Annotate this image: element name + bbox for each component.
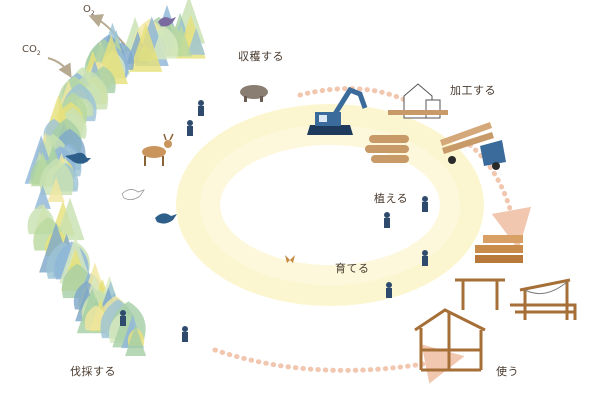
co2-arrow (47, 57, 72, 79)
sawmill-icon (388, 83, 448, 119)
bird-icon (121, 189, 145, 200)
stage-label-thin: 伐採する (70, 365, 116, 378)
gas-arrows (47, 14, 126, 79)
flow-arrow-bottom (212, 344, 465, 384)
flow-arrow-top (297, 86, 408, 103)
worker-icon (198, 100, 204, 116)
worker-icon (384, 212, 390, 228)
o2-arrow (88, 14, 126, 46)
tree-shape (39, 158, 74, 196)
bird-icon (65, 152, 91, 164)
worker-icon (422, 196, 428, 212)
stage-label-process: 加工する (450, 84, 496, 97)
boar-icon (240, 85, 268, 102)
o2-label: O2 (83, 4, 95, 17)
bird-icon (158, 17, 176, 27)
worker-icon (422, 250, 428, 266)
deer-icon (142, 133, 174, 166)
tree-shape (186, 27, 206, 55)
tree-shape (55, 197, 85, 241)
lumber-icon (475, 235, 523, 263)
flow-arrows (212, 86, 532, 384)
worker-icon (187, 120, 193, 136)
tree-shape (34, 184, 51, 209)
worker-icon (120, 310, 126, 326)
cabin-frame-icon (414, 308, 486, 372)
excavator-icon (307, 86, 368, 135)
stage-label-plant: 植える (374, 192, 409, 205)
worker-icon (386, 282, 392, 298)
flow-arrow-right (467, 142, 532, 250)
stage-label-harvest: 収穫する (238, 50, 284, 63)
stage-label-grow: 育てる (335, 262, 370, 275)
co2-label: CO2 (22, 44, 41, 57)
tree-shape (129, 23, 163, 72)
stage-label-use: 使う (496, 365, 519, 378)
worker-icon (182, 326, 188, 342)
log-pile-icon (365, 135, 409, 163)
truck-icon (440, 122, 506, 170)
forest-crescent (24, 0, 206, 356)
tree-shape (47, 177, 65, 203)
playground-icon (455, 278, 577, 320)
tree-shape (125, 325, 147, 356)
butterfly-icon (285, 255, 295, 263)
bird-icon (155, 213, 177, 224)
